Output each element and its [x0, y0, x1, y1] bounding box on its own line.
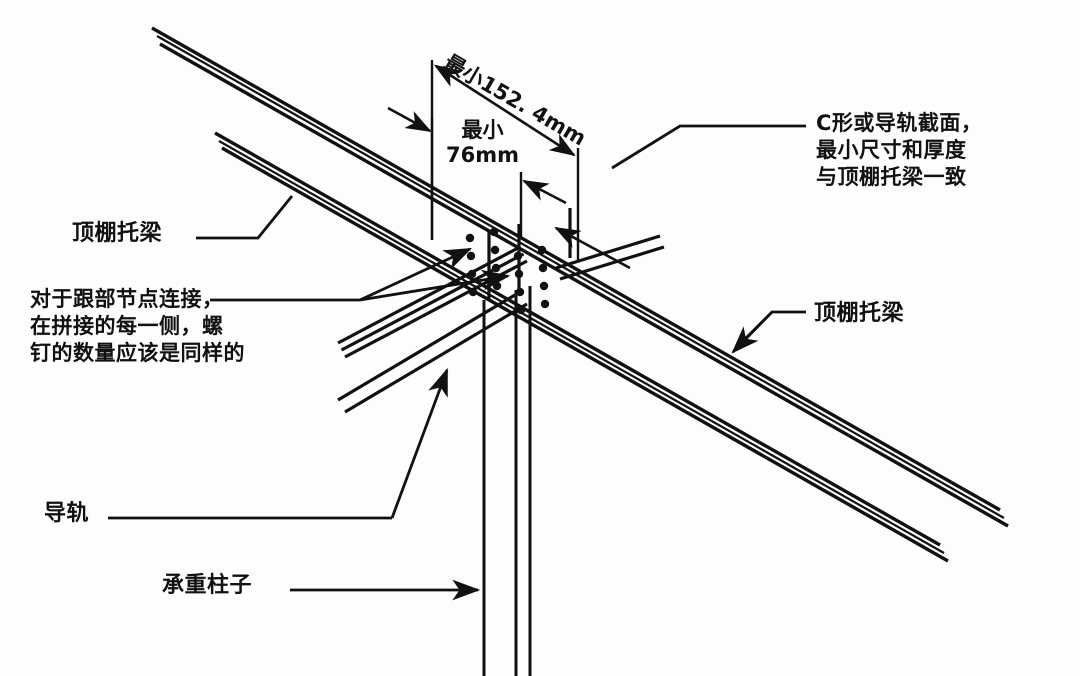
- diagonal-brace: [337, 290, 528, 414]
- label-joist-right: 顶棚托梁: [814, 301, 905, 326]
- dimension-76-arrow-left: [387, 106, 432, 133]
- ceiling-joist-lower: [214, 131, 949, 563]
- label-screws: 对于跟部节点连接，在拼接的每一侧，螺钉的数量应该是同样的: [30, 286, 245, 367]
- dimension-152-inner-pointer: [554, 226, 631, 270]
- label-rail: 导轨: [44, 501, 90, 526]
- leader-c-section: [611, 124, 806, 170]
- leader-joist-right: [735, 310, 806, 349]
- leader-screws-arrow-2: [359, 269, 511, 302]
- dimension-152-line: [433, 64, 576, 157]
- ceiling-joist-lower-inner: [218, 140, 945, 554]
- ceiling-joist-upper: [151, 26, 1009, 528]
- screw-group-left: [465, 227, 502, 297]
- leader-joist-right-arrow: [731, 311, 774, 354]
- label-c-section-line3: 与顶棚托梁一致: [816, 164, 967, 189]
- leader-joist-left: [196, 195, 294, 240]
- dimension-76-line1: 最小: [461, 118, 504, 142]
- label-screws-line2: 在拼接的每一侧，螺: [30, 313, 224, 338]
- dimension-76-arrow-right: [522, 179, 567, 205]
- ceiling-joist-upper-inner: [156, 35, 1005, 519]
- label-joist-left: 顶棚托梁: [72, 221, 163, 246]
- label-c-section-line1: C形或导轨截面，: [816, 111, 983, 135]
- label-c-section: C形或导轨截面，最小尺寸和厚度与顶棚托梁一致: [816, 110, 982, 191]
- screw-group-right: [513, 245, 550, 315]
- label-screws-line1: 对于跟部节点连接，: [30, 287, 224, 311]
- label-c-section-line2: 最小尺寸和厚度: [816, 137, 967, 162]
- bearing-column: [482, 286, 532, 676]
- leader-rail-arrow: [390, 367, 449, 519]
- leader-screws-arrow-1: [359, 247, 473, 302]
- label-column: 承重柱子: [162, 573, 253, 598]
- dimension-76-line2: 76mm: [446, 143, 519, 168]
- label-screws-line3: 钉的数量应该是同样的: [30, 340, 245, 365]
- dimension-76-extension-lines: [430, 118, 523, 240]
- rail-stub-right: [555, 234, 665, 281]
